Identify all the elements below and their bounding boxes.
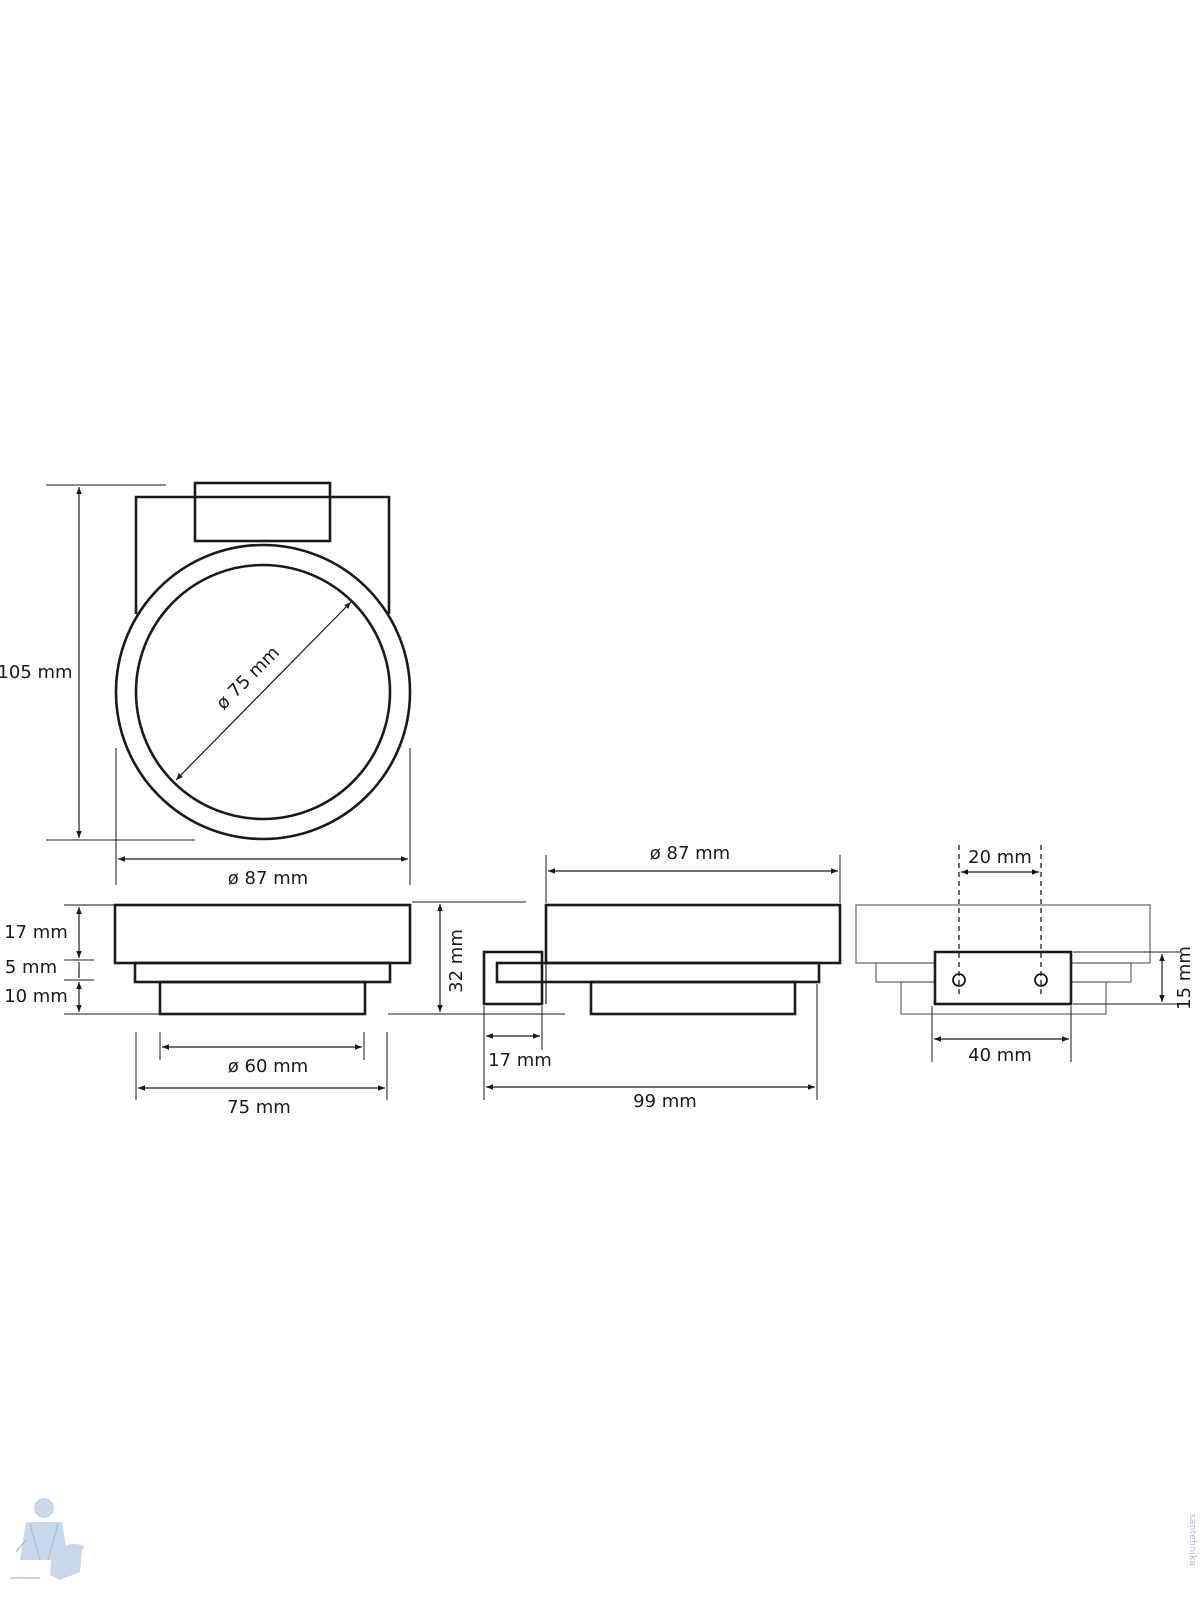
height-label: 105 mm [0,662,73,683]
dish-base-layer [158,980,367,1016]
plate-width-label: 40 mm [968,1045,1032,1066]
dish-top-layer [113,903,412,965]
total-height-label: 32 mm [446,929,467,993]
side-arm [495,961,821,984]
top-view: ø 75 mm 105 mm ø 87 mm [0,481,412,889]
base-width-label: 75 mm [227,1097,291,1118]
outer-diameter-label: ø 87 mm [228,868,308,889]
total-depth-label: 99 mm [633,1091,697,1112]
layer-bottom-label: 10 mm [4,986,68,1007]
side-view: ø 87 mm 17 mm 99 mm [482,843,842,1112]
front-view: 17 mm 5 mm 10 mm 32 mm ø 60 mm 75 mm [4,901,565,1118]
wall-mount-block [193,481,332,543]
layer-mid-label: 5 mm [5,957,57,978]
hole-spacing-label: 20 mm [968,847,1032,868]
side-diameter-label: ø 87 mm [650,843,730,864]
side-top-layer [544,903,842,965]
base-diameter-label: ø 60 mm [228,1056,308,1077]
side-base-layer [589,980,797,1016]
watermark-text: santehnika [1187,1514,1197,1566]
back-view: 20 mm 15 mm 40 mm [855,845,1195,1066]
plumber-logo [10,1498,84,1580]
holder-frame [134,495,391,614]
side-wall-bracket [482,950,544,1006]
inner-diameter-line [175,601,352,781]
layer-top-label: 17 mm [4,922,68,943]
dish-mid-layer [133,961,392,984]
bracket-depth-label: 17 mm [488,1050,552,1071]
plate-height-label: 15 mm [1174,946,1195,1010]
